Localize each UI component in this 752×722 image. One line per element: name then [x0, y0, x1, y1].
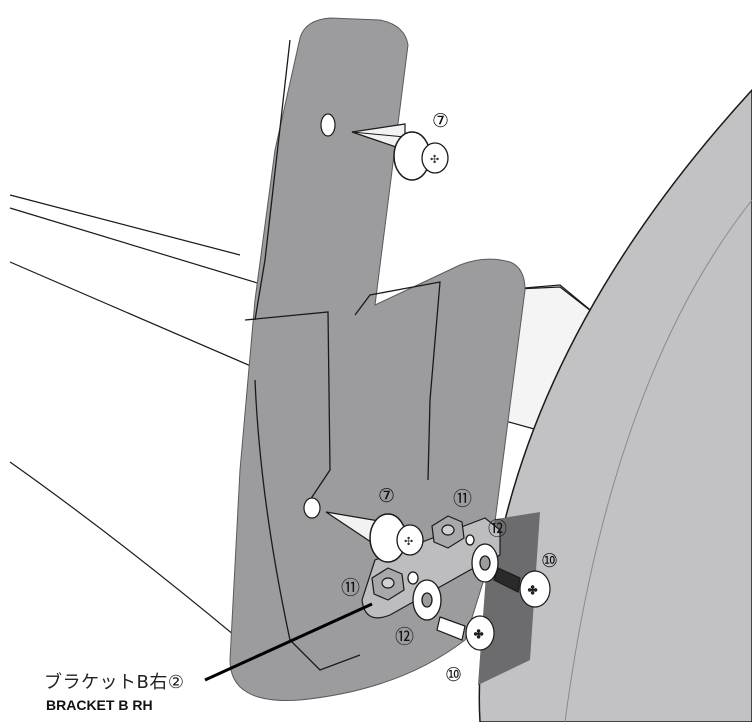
mounting-holes [303, 113, 336, 519]
svg-text:✣: ✣ [528, 584, 537, 597]
callout-clip-top: ⑦ [432, 110, 449, 132]
nuts [371, 515, 465, 601]
push-clip-top: ✣ [351, 123, 449, 181]
svg-text:✣: ✣ [430, 153, 439, 166]
svg-text:✣: ✣ [474, 628, 483, 641]
callout-washer-left: ⑫ [395, 626, 414, 648]
callout-screw-right: ⑩ [541, 550, 558, 572]
part-label-japanese: ブラケットB右② [44, 672, 185, 693]
callout-nut-bottom: ⑪ [341, 577, 360, 599]
screws: ✣ ✣ [436, 567, 551, 651]
part-label-english: BRACKET B RH [46, 697, 153, 713]
mud-flap-edges [244, 39, 441, 671]
callout-washer-right: ⑫ [488, 518, 507, 540]
callout-clip-bottom: ⑦ [378, 485, 395, 507]
leader-line [204, 602, 373, 682]
washers [407, 534, 499, 621]
push-clip-bottom: ✣ [325, 511, 424, 563]
callout-screw-bottom: ⑩ [445, 664, 462, 686]
svg-text:✣: ✣ [404, 535, 413, 548]
tire-inner-line [564, 199, 752, 722]
callout-nut-top: ⑪ [453, 488, 472, 510]
